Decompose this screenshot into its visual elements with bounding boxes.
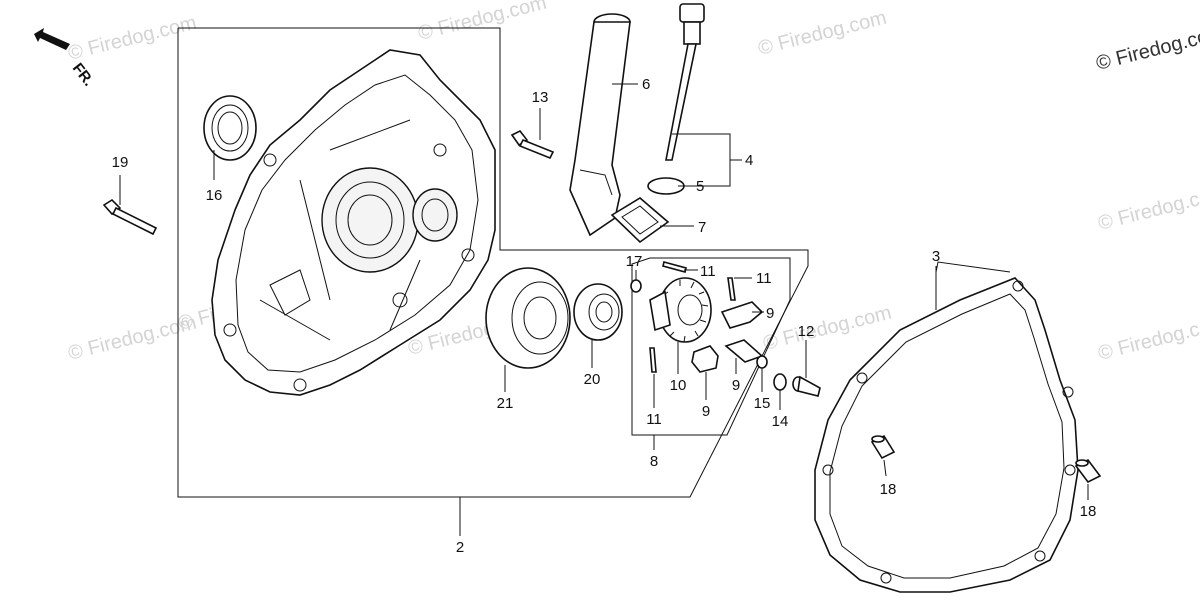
bolt-19: [102, 198, 158, 236]
crankcase-cover: [211, 49, 496, 396]
callout-8: 8: [650, 453, 658, 470]
callout-13: 13: [532, 89, 549, 106]
callout-17: 17: [626, 253, 643, 270]
callout-labels: 19 16 13 6 4 5 7 3 17 11 11 9 12 21 20 1…: [112, 76, 1097, 556]
callout-16: 16: [206, 187, 223, 204]
watermark: © Firedog.com: [416, 0, 549, 45]
watermark: © Firedog.com: [1096, 182, 1200, 235]
callout-9: 9: [766, 305, 774, 322]
arrow-icon: [34, 28, 70, 50]
washer-17: [630, 279, 642, 293]
callout-9: 9: [732, 377, 740, 394]
callout-11: 11: [756, 270, 772, 287]
watermark-copyright: © Firedog.com: [1094, 22, 1200, 75]
callout-21: 21: [497, 395, 514, 412]
callout-6: 6: [642, 76, 650, 93]
gasket-7: [610, 197, 670, 244]
leader-lines: [119, 83, 1089, 536]
washer-14: [773, 373, 787, 391]
shaft-12: [792, 375, 821, 397]
oil-seal-16: [203, 95, 257, 161]
gasket-3: [814, 277, 1079, 593]
callout-15: 15: [754, 395, 771, 412]
bolt-13: [510, 129, 555, 160]
callout-18: 18: [1080, 503, 1097, 520]
ball-bearing-21: [485, 267, 571, 369]
callout-5: 5: [696, 178, 704, 195]
callout-3: 3: [932, 248, 940, 265]
callout-14: 14: [772, 413, 789, 430]
governor-slider-9: [691, 301, 764, 373]
oil-filler-tube-6: [569, 13, 631, 237]
callout-10: 10: [670, 377, 687, 394]
watermark: © Firedog.com: [66, 12, 199, 65]
callout-7: 7: [698, 219, 706, 236]
callout-19: 19: [112, 154, 129, 171]
callout-4: 4: [745, 152, 753, 169]
ball-bearing-20: [573, 283, 623, 341]
clip-15: [756, 355, 768, 369]
callout-11: 11: [646, 411, 662, 428]
assembly-boundary-2: [177, 27, 809, 498]
assembly-boundary-8: [631, 257, 791, 436]
callout-9: 9: [702, 403, 710, 420]
dowel-pin-18: [870, 434, 1102, 484]
governor-gear-10: [649, 277, 712, 343]
dipstick-4: [665, 3, 705, 161]
callout-11: 11: [700, 263, 716, 280]
callout-2: 2: [456, 539, 464, 556]
direction-label: FR.: [69, 60, 97, 90]
watermark: © Firedog.com: [756, 7, 889, 60]
callout-12: 12: [798, 323, 815, 340]
watermark: © Firedog.com: [1096, 312, 1200, 365]
callout-20: 20: [584, 371, 601, 388]
pin-11: [649, 261, 736, 373]
watermark: © Firedog.com: [761, 302, 894, 355]
callout-18: 18: [880, 481, 897, 498]
